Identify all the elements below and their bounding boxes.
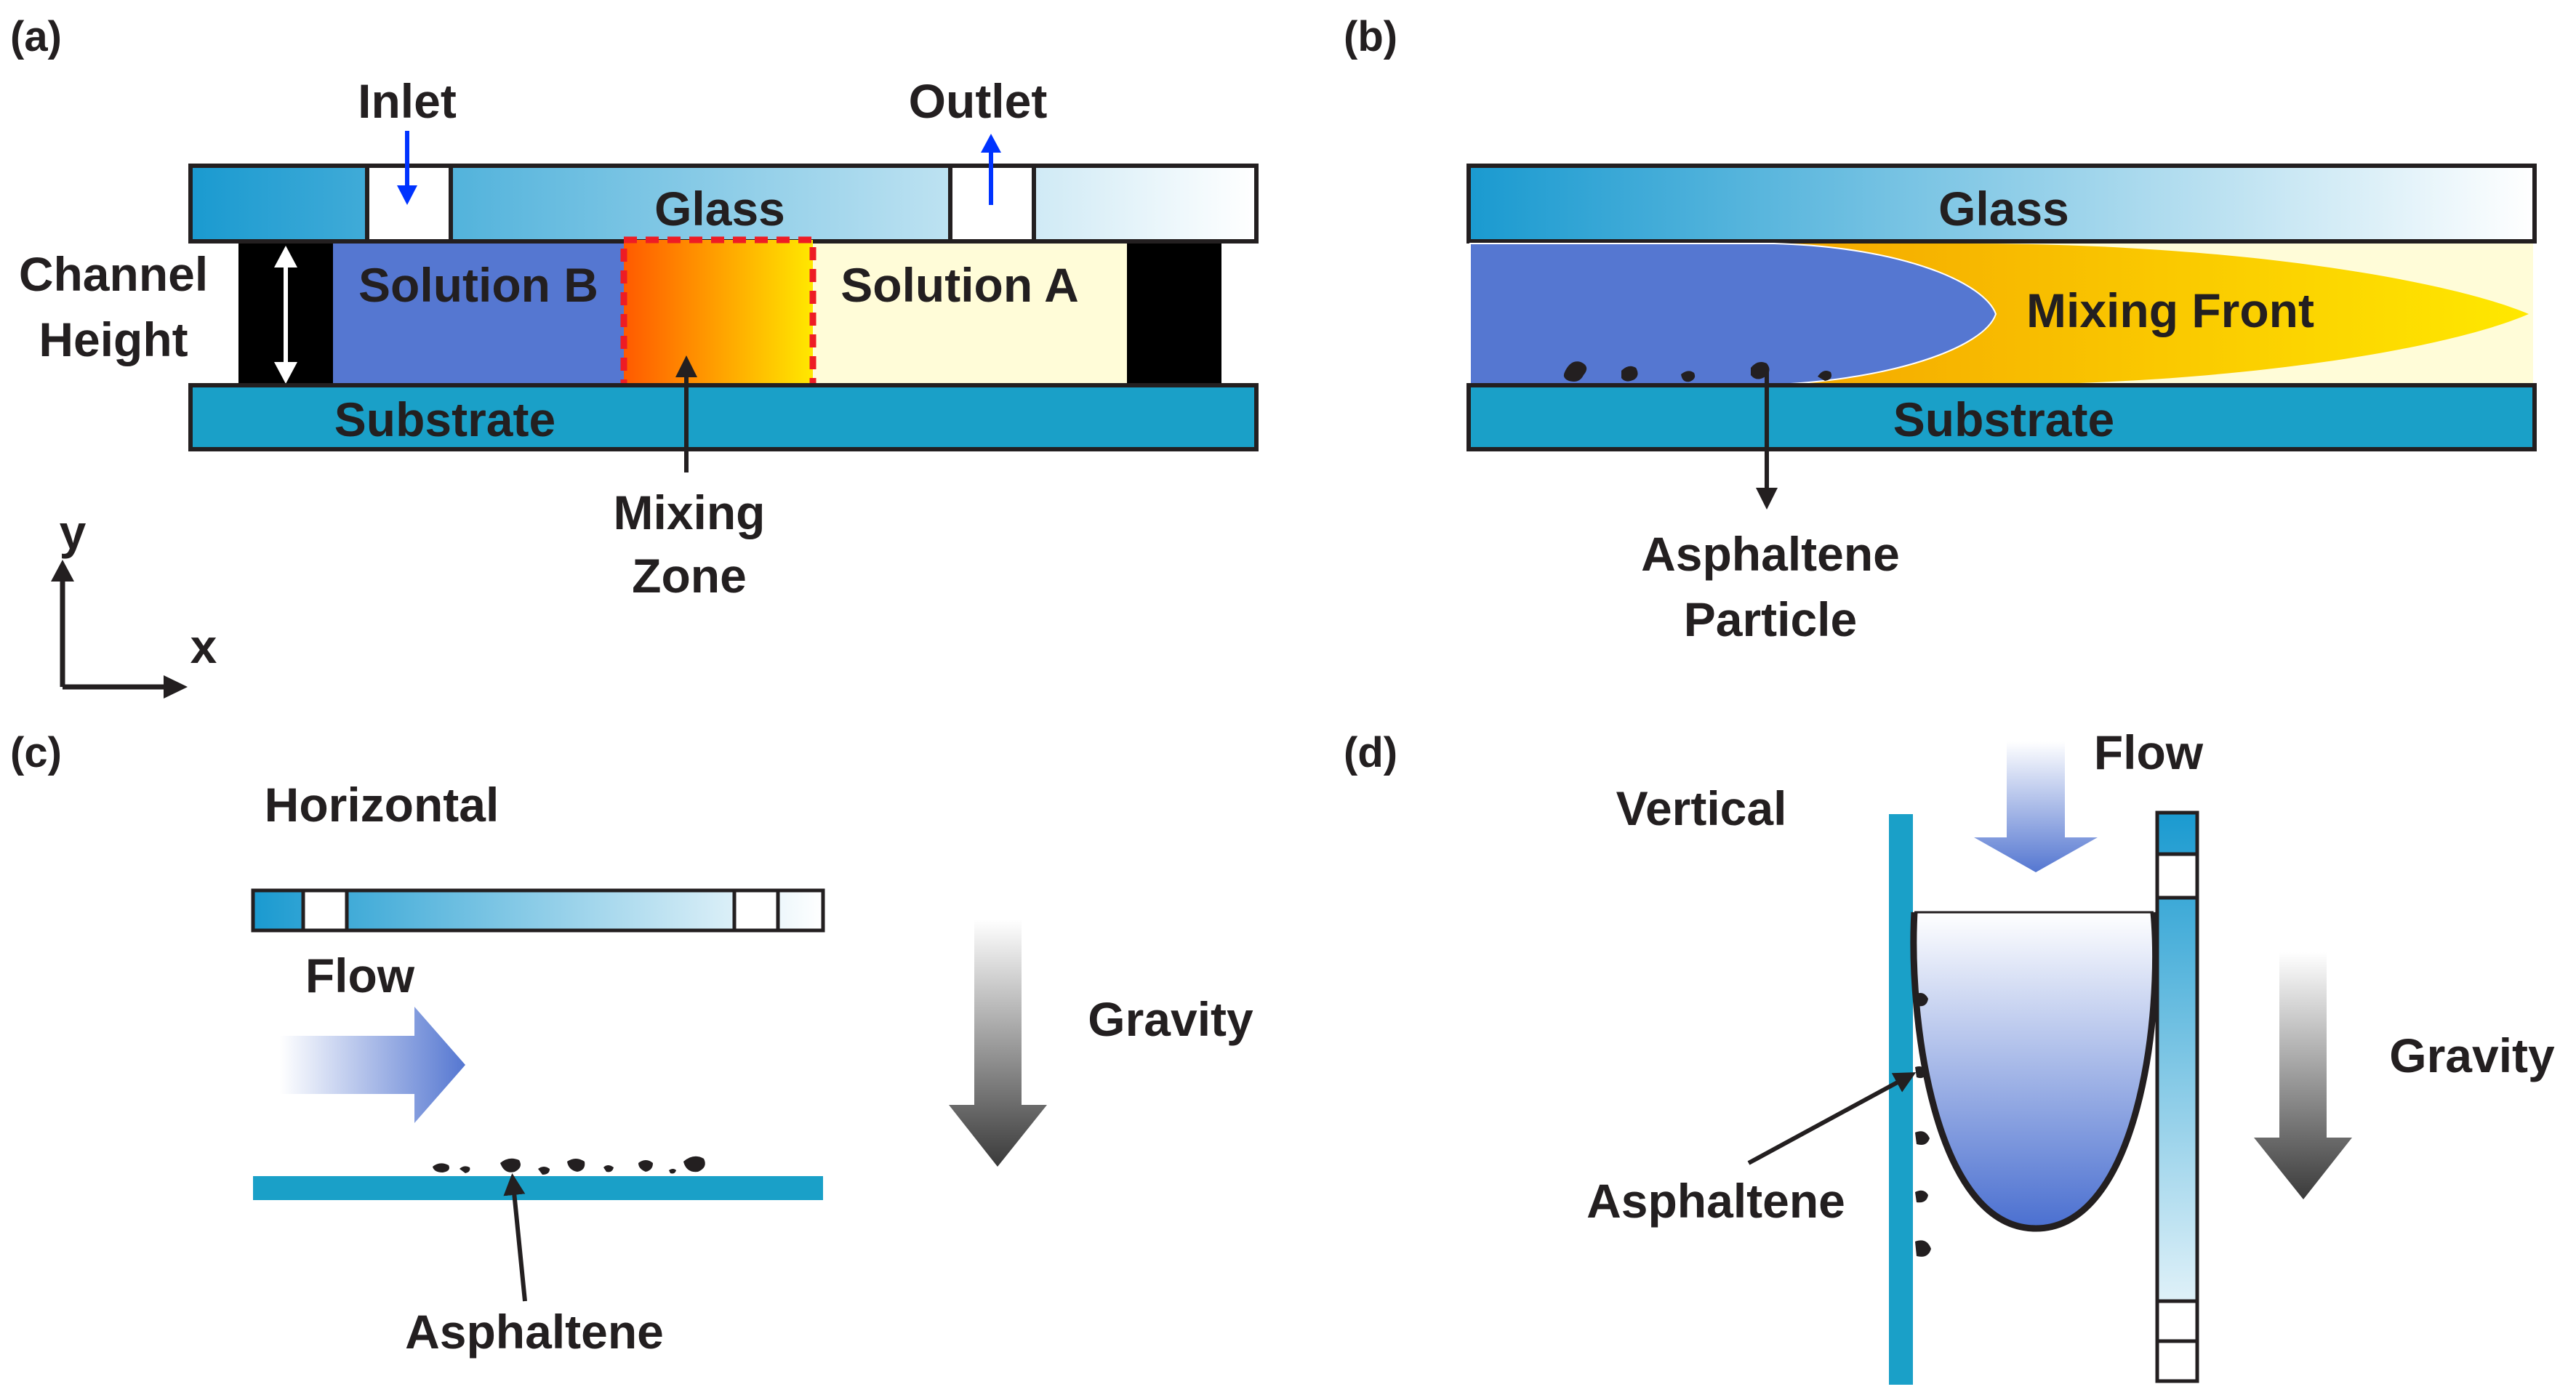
particle (567, 1159, 585, 1172)
mixing-front-outline (1910, 912, 2159, 1232)
particle (433, 1163, 449, 1172)
particle (1915, 1066, 1927, 1079)
particle-label-2: Particle (1684, 592, 1857, 646)
particle (1915, 1190, 1928, 1203)
flow-label-d: Flow (2094, 725, 2204, 779)
particle (500, 1158, 521, 1172)
channel-height-arrowhead-top (274, 246, 297, 267)
channel-spacer-right (1127, 244, 1221, 385)
channel-height-label-2: Height (39, 313, 188, 366)
substrate-label-b: Substrate (1893, 393, 2114, 446)
substrate-layer-b (1466, 383, 2537, 451)
outlet-label: Outlet (909, 74, 1048, 128)
substrate-layer (188, 383, 1259, 451)
particle (638, 1160, 653, 1172)
particle (538, 1167, 550, 1175)
coordinate-axes: y x (51, 505, 217, 699)
solution-a-region (813, 244, 1127, 385)
orientation-vertical-label: Vertical (1616, 781, 1787, 835)
x-axis-arrowhead-icon (164, 675, 188, 699)
solution-a-label: Solution A (840, 258, 1079, 312)
flow-label-c: Flow (305, 949, 415, 1002)
panel-c: (c) Horizontal Flow Gravity Asphaltene (10, 729, 1253, 1359)
substrate-layer-d (1889, 814, 1913, 1385)
panel-a-label: (a) (10, 13, 62, 60)
panel-b-label: (b) (1344, 13, 1397, 60)
glass-label: Glass (654, 182, 785, 236)
asphaltene-label-d: Asphaltene (1586, 1174, 1845, 1228)
particle-label-1: Asphaltene (1641, 527, 1900, 581)
inlet-label: Inlet (358, 74, 457, 128)
port-d-1 (2155, 852, 2199, 900)
port-c-1 (301, 888, 349, 933)
panel-a: (a) Glass Inlet Outlet Solution B Soluti… (10, 13, 1259, 699)
mixing-zone-region (620, 236, 816, 393)
particle (1818, 371, 1831, 381)
inlet-arrowhead-icon (397, 185, 417, 205)
gravity-arrow-icon (949, 920, 1047, 1167)
solution-b-region (333, 244, 624, 385)
asphaltene-pointer-d (1747, 1072, 1917, 1165)
solution-b-label: Solution B (358, 258, 598, 312)
panel-d: (d) Vertical Flow Gravity Asphaltene (1344, 725, 2555, 1385)
flow-arrow-icon (280, 1007, 465, 1123)
particle (669, 1169, 676, 1174)
panel-b: (b) Glass Mixing Front Substrate Asphalt… (1344, 13, 2537, 646)
mixing-zone-label-2: Zone (632, 549, 747, 603)
mixing-front-profile (1913, 912, 2156, 1228)
particle (1621, 366, 1638, 382)
particle (1681, 371, 1696, 382)
gravity-arrow-d-icon (2254, 952, 2352, 1199)
asphaltene-pointer-c (503, 1173, 527, 1302)
axis-y-label: y (60, 505, 87, 559)
port-d-3 (2155, 1339, 2199, 1383)
port-d-2 (2155, 1299, 2199, 1343)
particle (1915, 993, 1928, 1007)
asphaltene-particles-d (1915, 993, 1931, 1257)
particle (1915, 1131, 1930, 1145)
panel-c-label: (c) (10, 729, 62, 776)
panel-d-label: (d) (1344, 729, 1397, 776)
port-c-2 (732, 888, 780, 933)
particle (1563, 361, 1587, 382)
substrate-layer-c (253, 1176, 823, 1200)
y-axis-arrowhead-icon (51, 560, 74, 582)
particle (603, 1165, 614, 1172)
solution-b-tongue (1469, 243, 1997, 386)
channel-height-arrowhead-bottom (274, 362, 297, 384)
particle (1915, 1240, 1931, 1257)
axis-x-label: x (190, 619, 217, 673)
gravity-label-c: Gravity (1088, 992, 1253, 1046)
glass-label-b: Glass (1938, 182, 2069, 236)
substrate-label: Substrate (334, 393, 555, 446)
glass-layer-b (1466, 164, 2537, 244)
mixing-front-label: Mixing Front (2026, 283, 2314, 337)
channel-height-label-1: Channel (19, 247, 208, 301)
particle (460, 1166, 470, 1173)
asphaltene-particles-c (433, 1156, 705, 1175)
orientation-horizontal-label: Horizontal (265, 778, 499, 832)
asphaltene-label-c: Asphaltene (405, 1305, 664, 1359)
gravity-label-d: Gravity (2389, 1029, 2555, 1082)
flow-arrow-down-icon (1974, 741, 2098, 872)
outlet-arrowhead-icon (981, 134, 1001, 153)
mixing-zone-label-1: Mixing (614, 486, 766, 539)
particle (683, 1156, 705, 1172)
